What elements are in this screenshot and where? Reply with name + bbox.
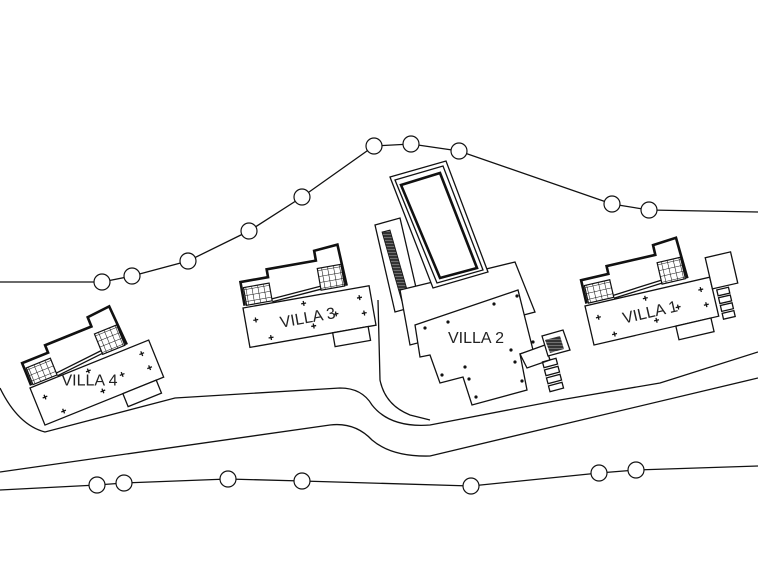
tree-marker: [123, 267, 141, 285]
swimming-pool: [389, 160, 489, 289]
tree-marker: [93, 273, 111, 291]
access-road: [0, 299, 758, 473]
tree-marker: [365, 137, 383, 155]
tree-marker: [590, 464, 608, 482]
tree-marker: [450, 142, 468, 160]
villa-4-label: VILLA 4: [61, 373, 117, 390]
tree-marker: [179, 252, 197, 270]
tree-marker: [219, 470, 237, 488]
villa-4: VILLA 4: [11, 296, 171, 440]
tree-marker: [603, 195, 621, 213]
tree-marker: [240, 222, 258, 240]
bottom-boundary-line: [0, 461, 758, 495]
tree-marker: [88, 476, 106, 494]
top-boundary-line: [0, 135, 758, 291]
villa-2-label: VILLA 2: [448, 330, 504, 347]
villa-2-complex: VILLA 2: [374, 160, 571, 406]
tree-marker: [462, 477, 480, 495]
tree-marker: [115, 474, 133, 492]
tree-marker: [640, 201, 658, 219]
tree-marker: [627, 461, 645, 479]
villa-1: VILLA 1: [573, 231, 739, 360]
tree-marker: [402, 135, 420, 153]
tree-marker: [293, 472, 311, 490]
tree-marker: [293, 188, 311, 206]
villa-3: VILLA 3: [233, 239, 380, 363]
